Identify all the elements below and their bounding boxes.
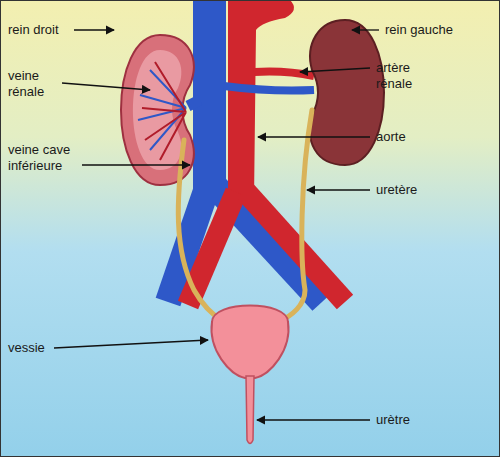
iliac-arteries bbox=[188, 192, 345, 305]
renal-vein bbox=[224, 86, 314, 91]
part-label: veine cave inférieure bbox=[8, 142, 78, 174]
part-label: uretère bbox=[376, 182, 417, 198]
urethra bbox=[246, 376, 254, 444]
ureters bbox=[178, 110, 312, 322]
part-label: vessie bbox=[8, 340, 45, 356]
leader-lines bbox=[54, 30, 379, 420]
part-label: urètre bbox=[376, 412, 410, 428]
renal-vein bbox=[188, 100, 200, 106]
part-label: rein droit bbox=[8, 22, 59, 38]
bladder bbox=[212, 306, 289, 379]
part-label: veine rénale bbox=[8, 68, 56, 100]
kidney-vessels bbox=[138, 62, 186, 160]
part-label: artère rénale bbox=[376, 60, 428, 92]
part-label: aorte bbox=[376, 129, 406, 145]
part-label: rein gauche bbox=[385, 22, 453, 38]
left-kidney bbox=[310, 20, 384, 165]
aorta bbox=[228, 0, 294, 200]
